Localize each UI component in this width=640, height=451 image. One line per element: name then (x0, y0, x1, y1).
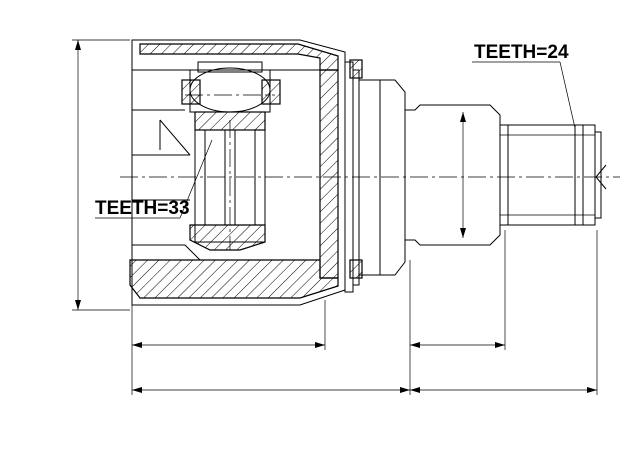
stem-shaft (405, 104, 607, 246)
tripod-assembly (181, 61, 281, 251)
outer-housing (129, 39, 346, 306)
label-leaders (95, 61, 576, 219)
teeth-outer-label: TEETH=24 (474, 42, 569, 63)
teeth-inner-label: TEETH=33 (95, 198, 190, 219)
flange (344, 59, 406, 293)
length-dimensions (131, 230, 598, 395)
overall-height-dimension (72, 39, 130, 311)
